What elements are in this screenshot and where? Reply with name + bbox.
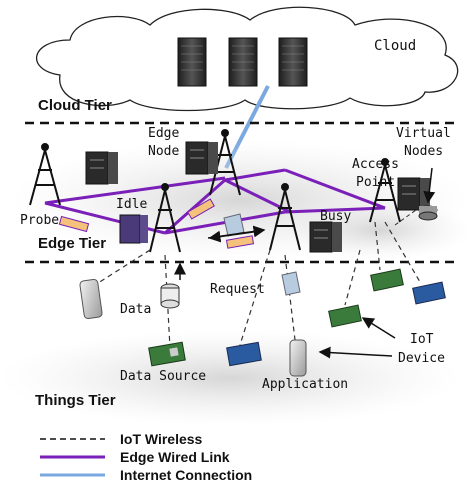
data-storage-icon xyxy=(160,283,180,309)
iot-board-icon-right-mid xyxy=(328,304,362,328)
tower-icon-center xyxy=(269,183,301,251)
access-point-label-line2: Point xyxy=(356,175,395,190)
edge-node-label-line2: Node xyxy=(148,144,179,159)
edge-tier-label: Edge Tier xyxy=(38,235,106,252)
iot-device-arrow-2 xyxy=(318,346,393,359)
iot-board-icon-data-source xyxy=(148,341,186,367)
busy-label: Busy xyxy=(320,209,351,224)
things-fog-background xyxy=(0,330,460,426)
iot-device-label: IoT Device xyxy=(398,332,445,366)
flow-arrow-back xyxy=(208,230,261,243)
legend: IoT Wireless Edge Wired Link Internet Co… xyxy=(40,431,252,483)
data-label: Data xyxy=(120,302,151,317)
legend-label-wireless: IoT Wireless xyxy=(120,431,203,447)
edge-server-icon-edge-node xyxy=(185,141,218,175)
virtual-nodes-label-line2: Nodes xyxy=(404,144,443,159)
request-document-icon xyxy=(223,213,245,237)
tower-icon-access-point xyxy=(369,158,401,223)
iot-device-label-line2: Device xyxy=(398,351,445,366)
things-tier-label: Things Tier xyxy=(35,392,116,409)
edge-server-icon-left xyxy=(85,151,118,185)
iot-device-label-line1: IoT xyxy=(410,332,434,347)
cloud-label: Cloud xyxy=(374,38,416,54)
probe-packet-icon xyxy=(58,215,90,233)
probe-label: Probe xyxy=(20,213,59,228)
application-label: Application xyxy=(262,377,348,392)
virtual-nodes-label: Virtual Nodes xyxy=(396,126,459,159)
tower-icon-idle xyxy=(149,183,181,253)
iot-board-icon-blue xyxy=(226,341,262,367)
edge-server-icon-access-point xyxy=(397,177,430,211)
smartphone-icon-left xyxy=(79,278,103,320)
edge-server-icon-idle xyxy=(119,214,148,244)
virtual-nodes-label-line1: Virtual xyxy=(396,126,451,141)
virtual-nodes-arrow xyxy=(423,167,436,204)
packet-icon-center xyxy=(225,235,255,249)
legend-label-edge-wired: Edge Wired Link xyxy=(120,449,230,465)
request-label: Request xyxy=(210,282,265,297)
smartphone-icon-application xyxy=(289,339,307,377)
cloud-tier-label: Cloud Tier xyxy=(38,97,112,114)
iot-board-icon-right-blue xyxy=(412,281,446,305)
request-document-icon-things xyxy=(281,271,301,296)
access-point-label-line1: Access xyxy=(352,157,399,172)
iot-board-icon-right-top xyxy=(370,268,404,292)
iot-device-arrow-1 xyxy=(361,317,396,339)
edge-server-icon-busy xyxy=(309,221,342,253)
tower-icon-left xyxy=(29,143,61,206)
packet-icon-edge-node xyxy=(187,198,215,220)
access-point-label: Access Point xyxy=(352,157,407,190)
edge-node-label-line1: Edge xyxy=(148,126,179,141)
idle-label: Idle xyxy=(116,197,147,212)
virtual-nodes-icon xyxy=(418,205,438,221)
edge-node-label: Edge Node xyxy=(148,126,187,159)
legend-label-internet: Internet Connection xyxy=(120,467,252,483)
cloud-servers-icon xyxy=(177,37,308,87)
data-source-label: Data Source xyxy=(120,369,206,384)
